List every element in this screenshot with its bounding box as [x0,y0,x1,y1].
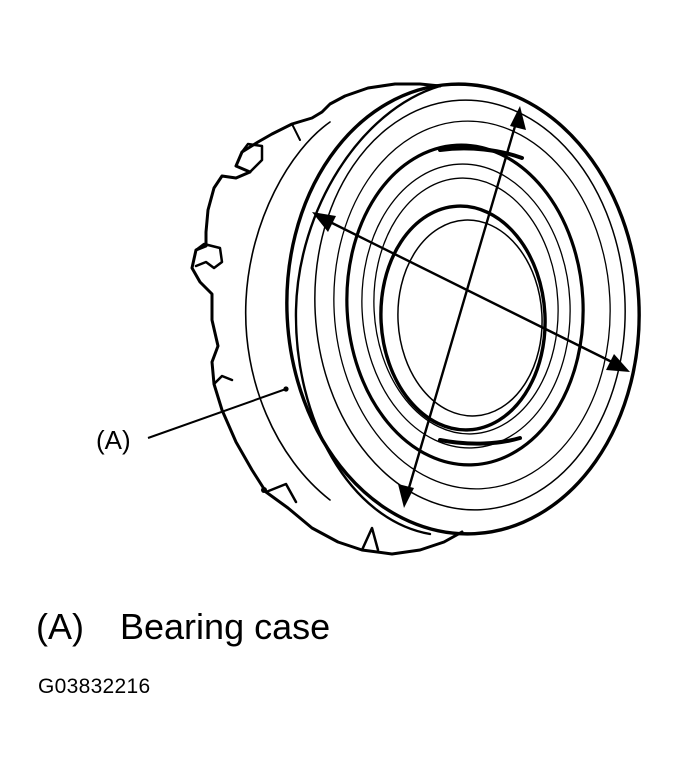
bore-inner [397,219,543,417]
front-flange-outer [285,82,641,536]
arrow-head-top [510,106,526,130]
ring-3 [345,143,585,467]
tab-step [291,123,301,141]
figure-caption: (A) Bearing case [36,606,330,648]
caption-tag: (A) [36,606,84,647]
upper-tab [240,142,264,174]
ring-5 [373,177,559,435]
callout-leader-line [147,388,287,439]
ring-highlight-top [438,146,524,160]
arrow-head-bottom [398,484,414,508]
housing-dot [261,487,267,493]
housing-outline [190,82,464,556]
callout-leader-dot [283,386,289,392]
bottom-notch [360,526,380,552]
diagonal-arrow-left-right [320,216,622,368]
flange-side-rim [294,84,442,536]
ring-2 [333,120,611,490]
lower-tab [212,374,234,386]
ring-highlight-bottom [438,436,522,446]
callout-label-a: (A) [96,425,131,455]
arrow-head-lower-right [606,354,630,372]
bottom-slot [264,482,298,504]
figure-id: G03832216 [38,675,151,698]
diagonal-arrow-top-bottom [404,114,520,500]
arrow-head-upper-left [312,212,336,232]
housing-inner-step [244,121,331,501]
ring-1 [314,99,626,511]
caption-text: Bearing case [120,606,331,647]
ring-4 [361,163,571,449]
middle-tab [194,242,224,270]
bore-outer [379,204,547,432]
